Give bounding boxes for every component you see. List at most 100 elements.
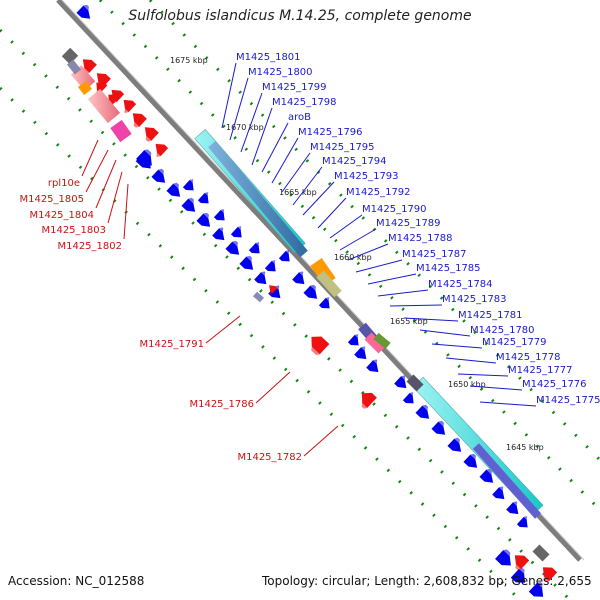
callout-M1425_1788-label: M1425_1788 — [388, 233, 453, 244]
callout-M1425_1798-leader — [251, 107, 273, 166]
forward-gene-10 — [268, 285, 281, 299]
callout-M1425_1801-label: M1425_1801 — [236, 52, 301, 63]
callout-M1425_1790-label: M1425_1790 — [362, 204, 427, 215]
small-lavender-mid — [253, 291, 264, 303]
forward-gene-17 — [366, 359, 379, 373]
forward-gene-13 — [303, 284, 318, 299]
forward-gene-4 — [181, 197, 196, 212]
callout-M1425_1775-leader — [479, 401, 537, 407]
green-block-mid — [373, 332, 391, 350]
reverse-gene-1786 — [311, 336, 330, 356]
purple-block-lower — [473, 443, 541, 519]
forward-gene-top — [76, 4, 91, 19]
scale-label-1665: 1665 kbp — [279, 188, 317, 197]
pink-block-mid — [364, 332, 386, 354]
forward-gene-3 — [166, 182, 181, 197]
callout-M1425_1798-label: M1425_1798 — [272, 97, 337, 108]
scale-labels: 1675 kbp 1670 kbp 1665 kbp 1660 kbp 1655… — [170, 56, 544, 452]
callout-M1425_1785-label: M1425_1785 — [416, 263, 481, 274]
callout-M1425_1796-leader — [271, 137, 299, 184]
callout-M1425_1779-label: M1425_1779 — [482, 337, 547, 348]
callout-M1425_1788-leader — [347, 243, 389, 261]
forward-gene-33 — [264, 260, 276, 272]
feature-blocks — [61, 47, 550, 562]
forward-gene-18 — [394, 375, 407, 389]
callout-M1425_1779-leader — [431, 343, 483, 349]
callout-M1425_1803-leader — [107, 171, 123, 224]
scale-label-1660: 1660 kbp — [334, 253, 372, 262]
forward-gene-11 — [278, 250, 290, 262]
callout-M1425_1778-label: M1425_1778 — [496, 352, 561, 363]
callout-aroB-leader — [261, 122, 289, 173]
callout-M1425_1796-label: M1425_1796 — [298, 127, 363, 138]
callout-M1425_1790-leader — [329, 214, 363, 239]
callout-M1425_1799-leader — [240, 92, 263, 153]
reverse-gene-5 — [132, 113, 147, 128]
callout-M1425_1776-leader — [469, 385, 523, 391]
scale-label-1655: 1655 kbp — [390, 317, 428, 326]
callout-M1425_1803-label: M1425_1803 — [41, 225, 106, 236]
scale-label-1675: 1675 kbp — [170, 56, 208, 65]
forward-gene-8 — [239, 255, 254, 270]
callout-M1425_1795-leader — [281, 152, 311, 193]
callout-M1425_1795-label: M1425_1795 — [310, 142, 375, 153]
callout-M1425_1782-leader — [303, 425, 339, 457]
forward-gene-14 — [318, 297, 330, 309]
callout-M1425_1785-leader — [367, 273, 417, 285]
callout-M1425_1781-leader — [403, 317, 459, 322]
reverse-strand-genes — [82, 59, 558, 582]
callout-M1425_1775-label: M1425_1775 — [536, 395, 600, 406]
right-gene-callouts: M1425_1801M1425_1800M1425_1799M1425_1798… — [221, 52, 600, 407]
pink-block-2 — [87, 88, 121, 124]
forward-gene-19 — [402, 392, 414, 404]
scale-label-1645: 1645 kbp — [506, 443, 544, 452]
reverse-gene-bottom-1 — [514, 555, 530, 570]
olive-block-mid — [316, 270, 342, 298]
forward-gene-6 — [212, 227, 225, 241]
reverse-gene-bottom-2 — [542, 567, 558, 582]
forward-gene-15 — [347, 334, 359, 346]
reverse-gene-4 — [123, 99, 137, 113]
magenta-block — [110, 119, 132, 143]
lavender-block — [66, 59, 82, 75]
reverse-gene-1782 — [361, 392, 377, 409]
callout-M1425_1804-leader — [95, 159, 117, 209]
gray-marker-top — [61, 47, 79, 65]
callout-M1425_1786-label: M1425_1786 — [189, 399, 254, 410]
callout-rpl10e-label: rpl10e — [48, 178, 80, 189]
callout-M1425_1802-label: M1425_1802 — [57, 241, 122, 252]
callout-M1425_1805-label: M1425_1805 — [19, 194, 84, 205]
forward-gene-27 — [516, 516, 528, 528]
forward-gene-24 — [479, 468, 494, 483]
gray-marker-bottom — [532, 544, 550, 562]
forward-gene-2 — [151, 168, 166, 183]
scale-label-1670: 1670 kbp — [226, 123, 264, 132]
callout-M1425_1783-label: M1425_1783 — [442, 294, 507, 305]
callout-M1425_1805-leader — [85, 149, 109, 193]
callout-M1425_1800-leader — [229, 77, 249, 141]
gray-marker-lower — [406, 374, 424, 392]
forward-gene-25 — [492, 486, 505, 500]
forward-gene-32 — [248, 242, 260, 254]
accession-text: Accession: NC_012588 — [8, 574, 145, 588]
callout-M1425_1793-label: M1425_1793 — [334, 171, 399, 182]
callout-M1425_1783-leader — [389, 304, 443, 307]
callout-M1425_1804-label: M1425_1804 — [29, 210, 94, 221]
forward-gene-bottom-1 — [495, 549, 511, 566]
callout-M1425_1794-label: M1425_1794 — [322, 156, 387, 167]
callout-aroB-label: aroB — [288, 112, 311, 123]
callout-M1425_1780-leader — [419, 329, 471, 337]
callout-rpl10e-leader — [81, 139, 99, 177]
genome-summary-text: Topology: circular; Length: 2,608,832 bp… — [262, 574, 592, 588]
callout-M1425_1786-leader — [255, 371, 291, 404]
scale-label-1650: 1650 kbp — [448, 380, 486, 389]
forward-gene-16 — [354, 346, 367, 360]
callout-M1425_1792-label: M1425_1792 — [346, 187, 411, 198]
steel-block-upper — [208, 140, 308, 258]
callout-M1425_1776-label: M1425_1776 — [522, 379, 587, 390]
callout-M1425_1780-label: M1425_1780 — [470, 325, 535, 336]
left-gene-callouts: rpl10eM1425_1805M1425_1804M1425_1803M142… — [19, 139, 129, 252]
callout-M1425_1789-leader — [339, 228, 377, 251]
callout-M1425_1787-leader — [355, 259, 403, 273]
